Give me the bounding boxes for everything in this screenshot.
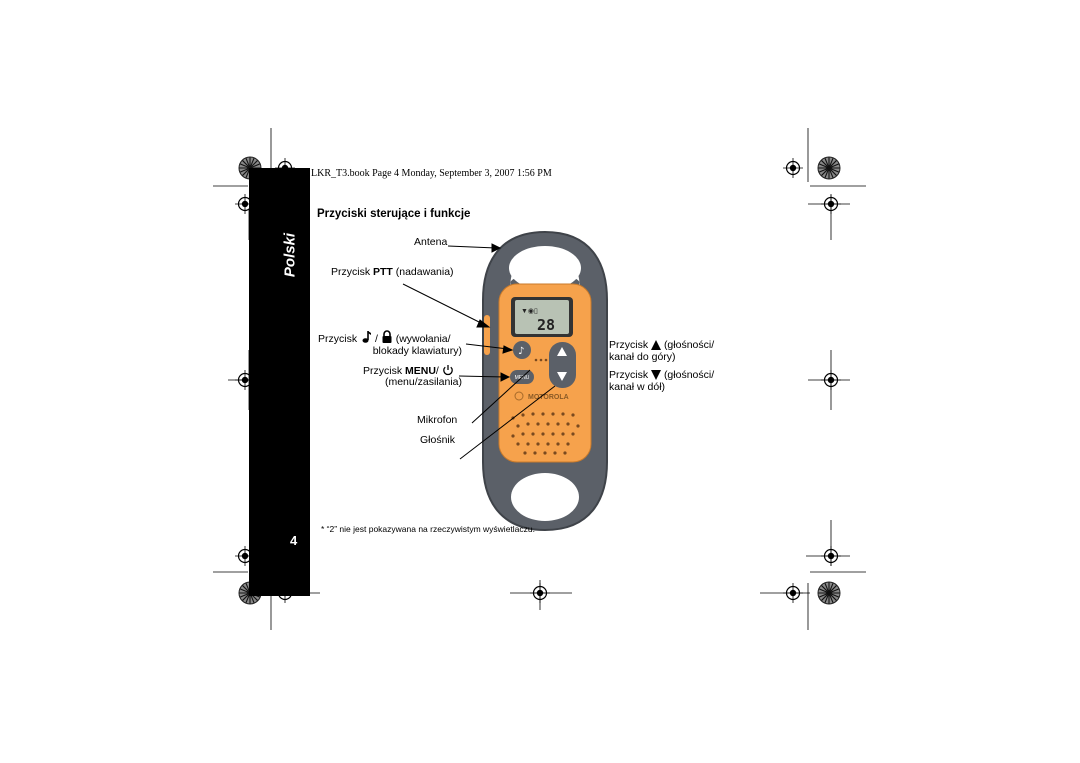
book-header: LKR_T3.book Page 4 Monday, September 3, … (311, 168, 552, 179)
registration-mark-icon (529, 582, 551, 604)
callout-call-lock: Przycisk / (wywołania/ (318, 330, 451, 346)
leader-lines (402, 243, 556, 460)
callout-ptt-bold: PTT (373, 266, 393, 278)
side-black-bar (249, 168, 310, 596)
callout-call-line2: blokady klawiatury) (372, 345, 462, 357)
callout-ptt-prefix: Przycisk (331, 266, 373, 278)
svg-text:MOTOROLA: MOTOROLA (528, 394, 569, 401)
speaker-grille (511, 358, 580, 455)
callout-volume-up: Przycisk (głośności/ (609, 339, 714, 352)
triangle-up-icon (651, 340, 662, 350)
callout-mic: Mikrofon (417, 414, 458, 426)
registration-mark-icon (782, 582, 804, 604)
svg-text:▼◉▯: ▼◉▯ (521, 308, 538, 315)
svg-text:♪: ♪ (518, 346, 524, 357)
callout-volume-down: Przycisk (głośności/ (609, 369, 714, 382)
triangle-down-icon (651, 370, 662, 380)
footnote: * “2” nie jest pokazywana na rzeczywisty… (321, 524, 535, 534)
callout-menu-line2: (menu/zasilania) (384, 376, 462, 388)
registration-mark-icon (820, 193, 842, 215)
callout-down-suffix: (głośności/ (663, 369, 715, 381)
callout-menu-bold: MENU (405, 365, 436, 377)
radio-illustration: ▼◉▯ 28 ♪ MENU MOTOROLA (482, 230, 608, 532)
registration-mark-icon (782, 157, 804, 179)
callout-speaker: Głośnik (420, 434, 456, 446)
page-number: 4 (290, 533, 298, 548)
callout-ptt-suffix: (nadawania) (392, 266, 454, 278)
callout-menu-sep: / (435, 365, 439, 377)
padlock-icon (382, 330, 392, 343)
callout-menu-prefix: Przycisk (363, 365, 405, 377)
language-tab-label: Polski (281, 232, 299, 277)
callout-up-suffix: (głośności/ (663, 339, 715, 351)
section-title: Przyciski sterujące i funkcje (317, 208, 471, 220)
callout-ptt: Przycisk PTT (nadawania) (331, 266, 454, 279)
callout-antenna: Antena (414, 236, 448, 248)
language-tab: Polski (270, 232, 310, 277)
color-wheel-icon (817, 581, 841, 605)
callout-down-prefix: Przycisk (609, 369, 649, 381)
callout-up-line2: kanał do góry) (609, 351, 676, 363)
callout-menu: Przycisk MENU/ (363, 364, 454, 378)
color-wheel-icon (817, 156, 841, 180)
power-icon (442, 365, 453, 376)
registration-mark-icon (820, 369, 842, 391)
svg-text:MENU: MENU (515, 375, 530, 381)
registration-mark-icon (820, 545, 842, 567)
callout-call-sep: / (374, 333, 378, 345)
callout-call-suffix: (wywołania/ (395, 333, 451, 345)
callout-down-line2: kanał w dół) (609, 381, 666, 393)
callout-up-prefix: Przycisk (609, 339, 649, 351)
callout-call-prefix: Przycisk (318, 333, 358, 345)
svg-text:28: 28 (537, 316, 555, 334)
music-note-icon (362, 331, 372, 343)
